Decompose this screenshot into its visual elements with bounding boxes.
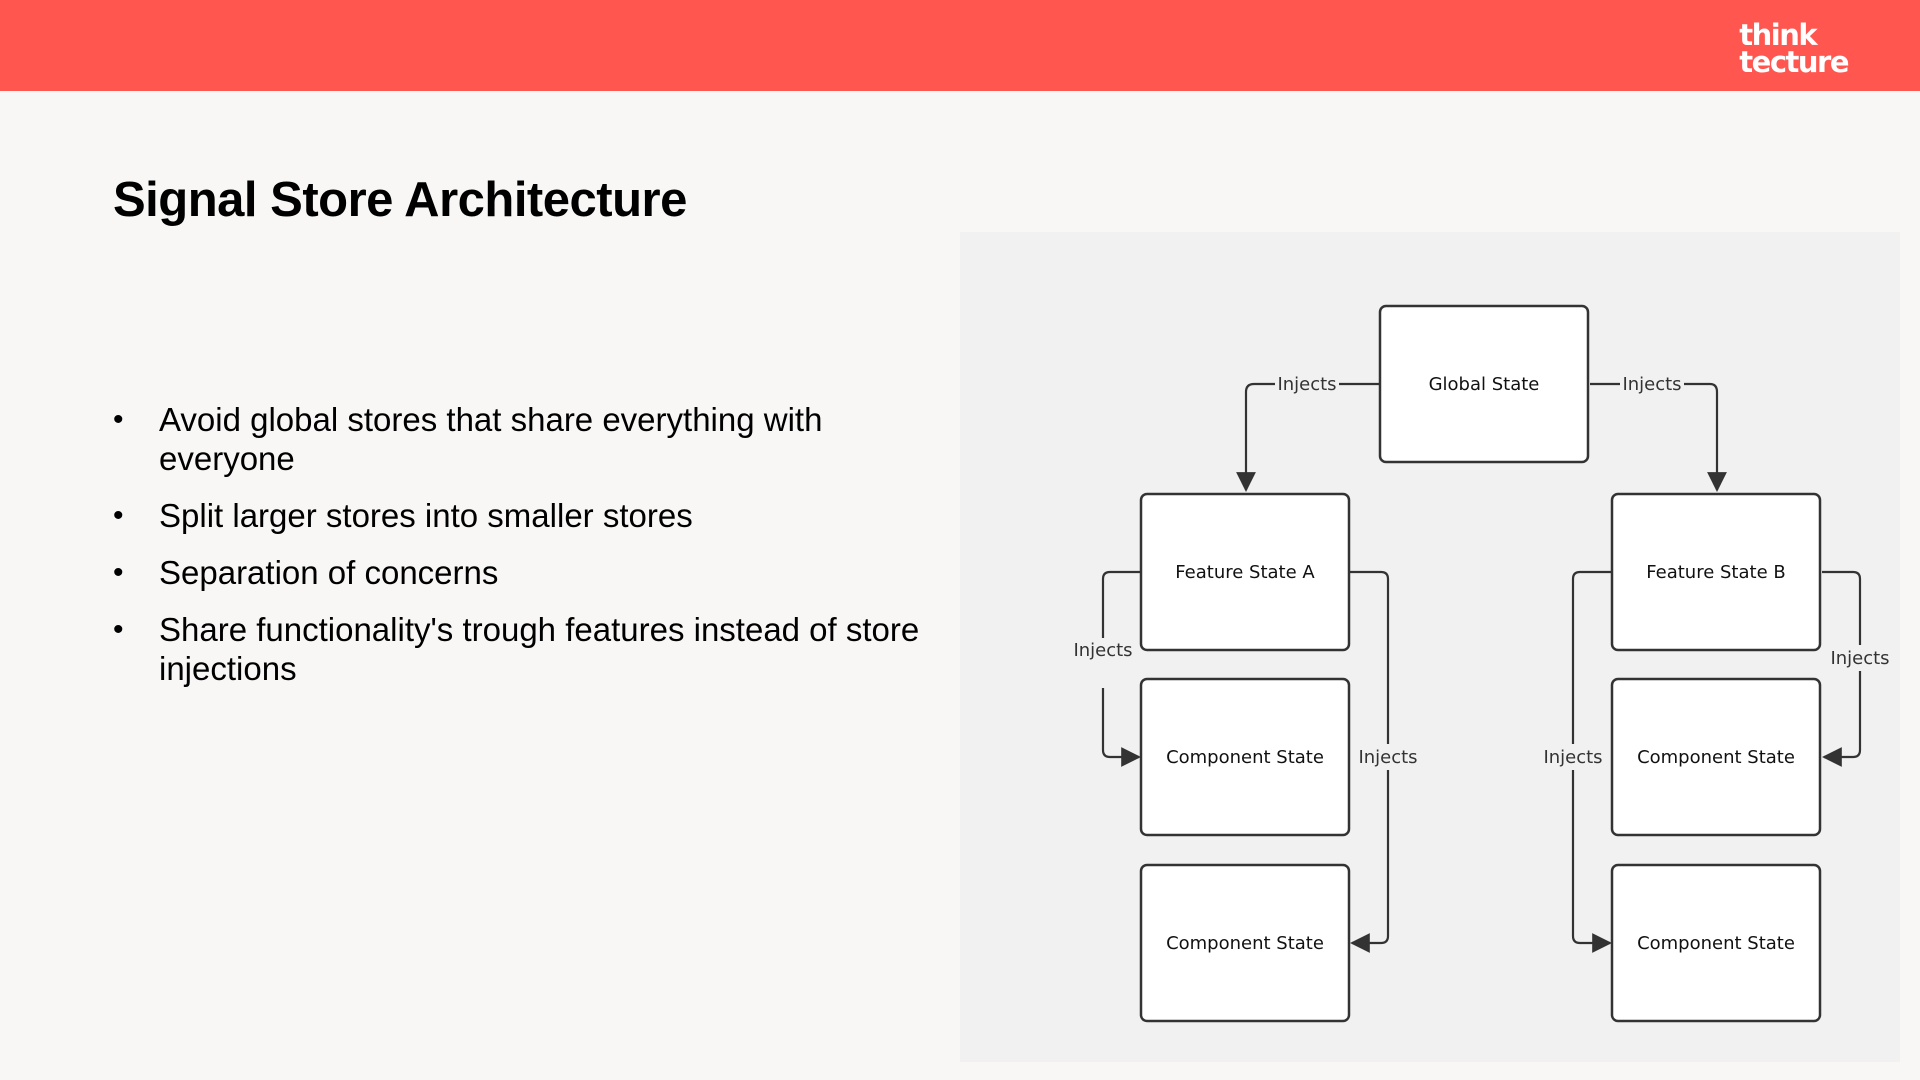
edge-label: Injects xyxy=(1622,374,1681,395)
bullet-item: • Avoid global stores that share everythi… xyxy=(113,400,943,478)
node-component-state-a1: Component State xyxy=(1139,677,1351,837)
node-label: Feature State B xyxy=(1646,562,1785,583)
edge-global-to-feature-a xyxy=(1236,382,1380,492)
bullet-item: • Split larger stores into smaller stores xyxy=(113,496,943,535)
node-label: Component State xyxy=(1637,933,1795,954)
bullet-dot: • xyxy=(113,499,124,532)
node-feature-state-a: Feature State A xyxy=(1139,492,1351,652)
edge-label: Injects xyxy=(1277,374,1336,395)
node-label: Component State xyxy=(1166,747,1324,768)
slide-title: Signal Store Architecture xyxy=(113,173,687,227)
bullet-text: Avoid global stores that share everythin… xyxy=(159,401,823,477)
bullet-item: • Separation of concerns xyxy=(113,553,943,592)
edge-label: Injects xyxy=(1543,747,1602,768)
node-component-state-a2: Component State xyxy=(1139,863,1351,1023)
diagram-nodes: Global State Feature State A Feature Sta… xyxy=(1139,304,1822,1023)
node-global-state: Global State xyxy=(1378,304,1590,464)
node-label: Feature State A xyxy=(1175,562,1315,583)
bullet-dot: • xyxy=(113,556,124,589)
diagram-canvas: Injects Injects Injects Injects Injects … xyxy=(1071,304,1892,1023)
node-feature-state-b: Feature State B xyxy=(1610,492,1822,652)
edge-global-to-feature-b xyxy=(1590,382,1727,492)
bullet-dot: • xyxy=(113,403,124,436)
diagram-edges xyxy=(1101,382,1862,953)
bullet-list: • Avoid global stores that share everythi… xyxy=(113,400,943,706)
node-label: Global State xyxy=(1429,374,1540,395)
bullet-text: Share functionality's trough features in… xyxy=(159,611,920,687)
bullet-item: • Share functionality's trough features i… xyxy=(113,610,943,688)
edge-label: Injects xyxy=(1830,648,1889,669)
logo-line-1: think xyxy=(1739,18,1817,52)
bullet-text: Separation of concerns xyxy=(159,554,499,591)
architecture-diagram: Injects Injects Injects Injects Injects … xyxy=(960,232,1900,1062)
logo-line-2: tecture xyxy=(1739,45,1849,79)
node-label: Component State xyxy=(1637,747,1795,768)
bullet-text: Split larger stores into smaller stores xyxy=(159,497,693,534)
bullet-dot: • xyxy=(113,613,124,646)
edge-label: Injects xyxy=(1073,640,1132,661)
node-component-state-b1: Component State xyxy=(1610,677,1822,837)
edge-label: Injects xyxy=(1358,747,1417,768)
node-label: Component State xyxy=(1166,933,1324,954)
header-bar: think tecture xyxy=(0,0,1920,91)
diagram-edge-labels: Injects Injects Injects Injects Injects … xyxy=(1071,371,1892,770)
thinktecture-logo: think tecture xyxy=(1739,18,1849,79)
node-component-state-b2: Component State xyxy=(1610,863,1822,1023)
